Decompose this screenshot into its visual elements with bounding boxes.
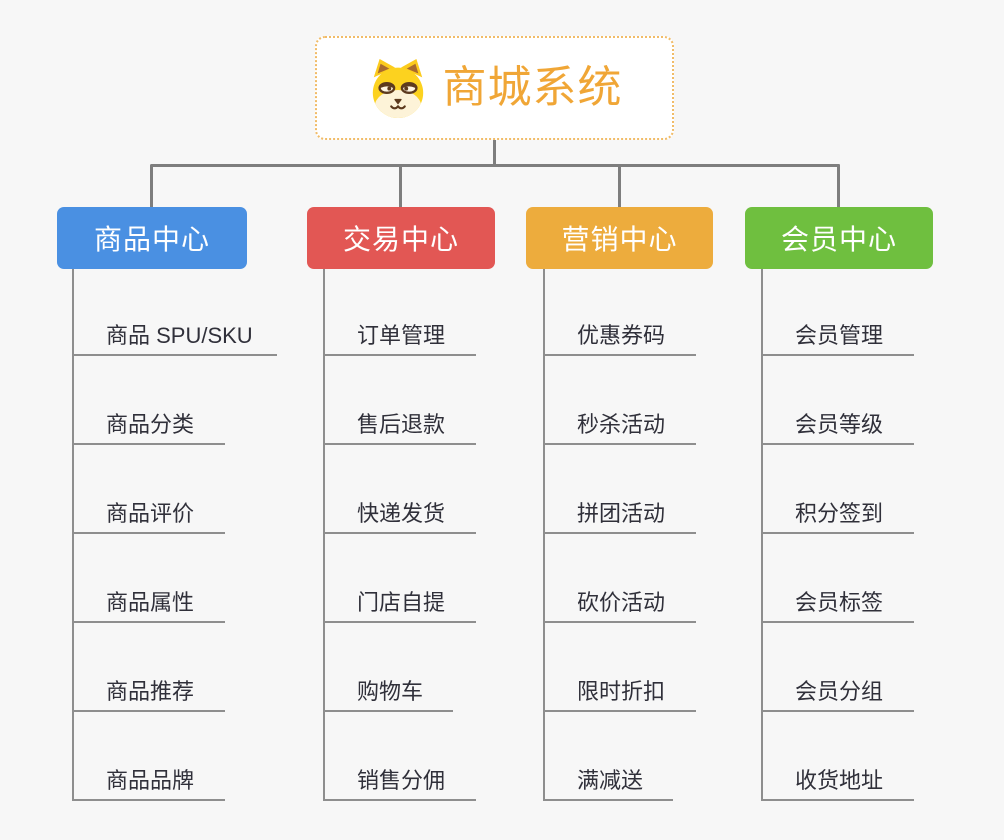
branch-header-members[interactable]: 会员中心	[745, 207, 933, 269]
branch-header-products[interactable]: 商品中心	[57, 207, 247, 269]
topic-coupon-code[interactable]: 优惠券码	[543, 316, 696, 356]
topic-full-reduction[interactable]: 满减送	[543, 761, 673, 801]
branch-header-trade[interactable]: 交易中心	[307, 207, 495, 269]
connector-drop-products	[150, 164, 153, 209]
connector-drop-marketing	[618, 164, 621, 209]
branch-trunk-products	[72, 269, 74, 801]
topic-member-group[interactable]: 会员分组	[761, 672, 914, 712]
topic-flash-sale[interactable]: 秒杀活动	[543, 405, 696, 445]
topic-points-checkin[interactable]: 积分签到	[761, 494, 914, 534]
topic-member-management[interactable]: 会员管理	[761, 316, 914, 356]
topic-product-recommend[interactable]: 商品推荐	[72, 672, 225, 712]
branch-trunk-members	[761, 269, 763, 801]
topic-shopping-cart[interactable]: 购物车	[323, 672, 453, 712]
topic-product-spu-sku[interactable]: 商品 SPU/SKU	[72, 316, 277, 356]
topic-after-sale-refund[interactable]: 售后退款	[323, 405, 476, 445]
branch-trunk-marketing	[543, 269, 545, 801]
topic-product-attribute[interactable]: 商品属性	[72, 583, 225, 623]
connector-horizontal-bar	[151, 164, 840, 167]
topic-shipping-address[interactable]: 收货地址	[761, 761, 914, 801]
topic-product-review[interactable]: 商品评价	[72, 494, 225, 534]
topic-sales-commission[interactable]: 销售分佣	[323, 761, 476, 801]
root-node[interactable]: 商城系统	[315, 36, 674, 140]
topic-express-delivery[interactable]: 快递发货	[323, 494, 476, 534]
topic-member-tag[interactable]: 会员标签	[761, 583, 914, 623]
connector-drop-trade	[399, 164, 402, 209]
branch-header-marketing[interactable]: 营销中心	[526, 207, 713, 269]
connector-drop-members	[837, 164, 840, 209]
topic-store-pickup[interactable]: 门店自提	[323, 583, 476, 623]
topic-product-brand[interactable]: 商品品牌	[72, 761, 225, 801]
topic-product-category[interactable]: 商品分类	[72, 405, 225, 445]
root-title: 商城系统	[442, 63, 623, 112]
topic-member-level[interactable]: 会员等级	[761, 405, 914, 445]
connector-root-stem	[493, 139, 496, 166]
topic-group-buy[interactable]: 拼团活动	[543, 494, 696, 534]
branch-trunk-trade	[323, 269, 325, 801]
topic-bargain-activity[interactable]: 砍价活动	[543, 583, 696, 623]
topic-order-management[interactable]: 订单管理	[323, 316, 476, 356]
dog-face-icon	[372, 58, 423, 119]
topic-limited-time-discount[interactable]: 限时折扣	[543, 672, 696, 712]
